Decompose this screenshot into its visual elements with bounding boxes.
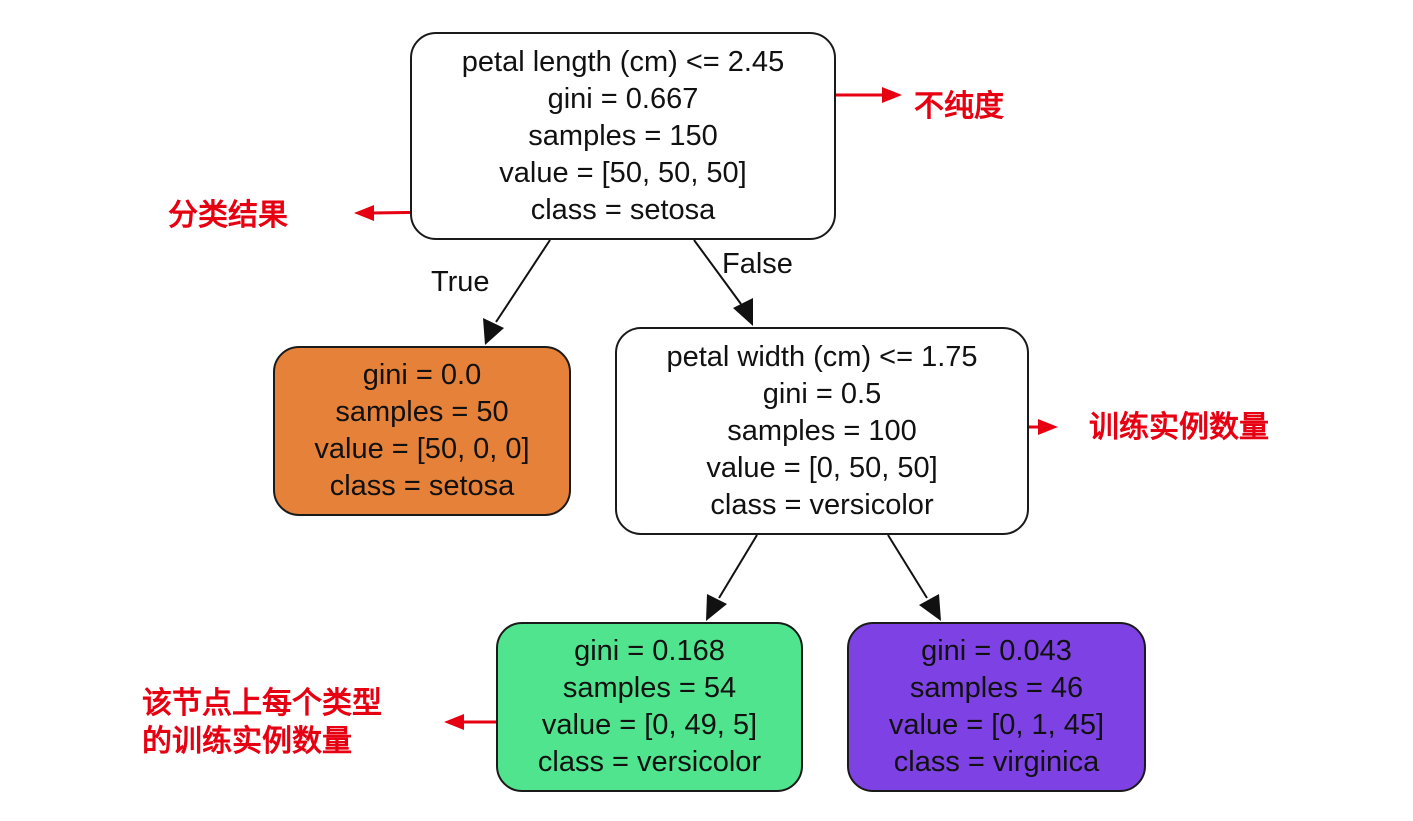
node-gini: gini = 0.5 [762,377,882,410]
node-split-condition: petal width (cm) <= 1.75 [666,340,978,373]
node-split-condition: petal length (cm) <= 2.45 [461,45,785,78]
annotation-text-line-2: 的训练实例数量 [142,724,352,759]
node-samples: samples = 150 [528,119,718,152]
annotation-class-result: 分类结果 [168,197,288,235]
tree-node-versicolor-leaf: gini = 0.168 samples = 54 value = [0, 49… [496,622,803,792]
node-value: value = [50, 50, 50] [499,156,747,189]
node-gini: gini = 0.043 [921,635,1072,667]
annotation-text: 分类结果 [168,198,288,233]
node-value: value = [0, 49, 5] [541,709,758,741]
node-value: value = [0, 1, 45] [888,709,1105,741]
node-samples: samples = 50 [335,396,509,428]
edge-arrowhead [483,318,504,345]
node-gini: gini = 0.168 [574,635,725,667]
node-value: value = [0, 50, 50] [706,451,938,484]
annotation-value-per-class: 该节点上每个类型 的训练实例数量 [142,685,382,761]
node-value: value = [50, 0, 0] [314,433,530,465]
tree-node-root: petal length (cm) <= 2.45 gini = 0.667 s… [410,32,836,240]
node-samples: samples = 54 [562,672,737,704]
edge-label-false: False [722,248,793,280]
node-gini: gini = 0.667 [547,82,699,115]
annotation-sample-count: 训练实例数量 [1089,409,1269,447]
annotation-text: 不纯度 [914,89,1004,124]
edge-label-true: True [431,266,490,298]
edge-split-to-virginica [887,534,941,621]
node-class: class = setosa [329,470,515,502]
node-samples: samples = 46 [909,672,1084,704]
node-class: class = versicolor [710,488,934,521]
edge-arrowhead [733,298,753,326]
node-class: class = versicolor [537,746,762,778]
edge-root-to-split-width [693,239,753,326]
edge-root-to-setosa [483,239,551,345]
annotation-text-line-1: 该节点上每个类型 [142,686,382,721]
node-samples: samples = 100 [727,414,917,447]
edge-arrowhead [706,594,727,621]
edge-arrowhead [919,594,941,621]
node-class: class = setosa [530,193,716,226]
tree-node-virginica-leaf: gini = 0.043 samples = 46 value = [0, 1,… [847,622,1146,792]
edge-split-to-versicolor [706,534,758,621]
annotation-text: 训练实例数量 [1089,410,1269,445]
tree-node-setosa-leaf: gini = 0.0 samples = 50 value = [50, 0, … [273,346,571,516]
tree-node-petal-width-split: petal width (cm) <= 1.75 gini = 0.5 samp… [615,327,1029,535]
annotation-impurity: 不纯度 [914,88,1004,126]
node-gini: gini = 0.0 [362,359,482,391]
node-class: class = virginica [893,746,1100,778]
